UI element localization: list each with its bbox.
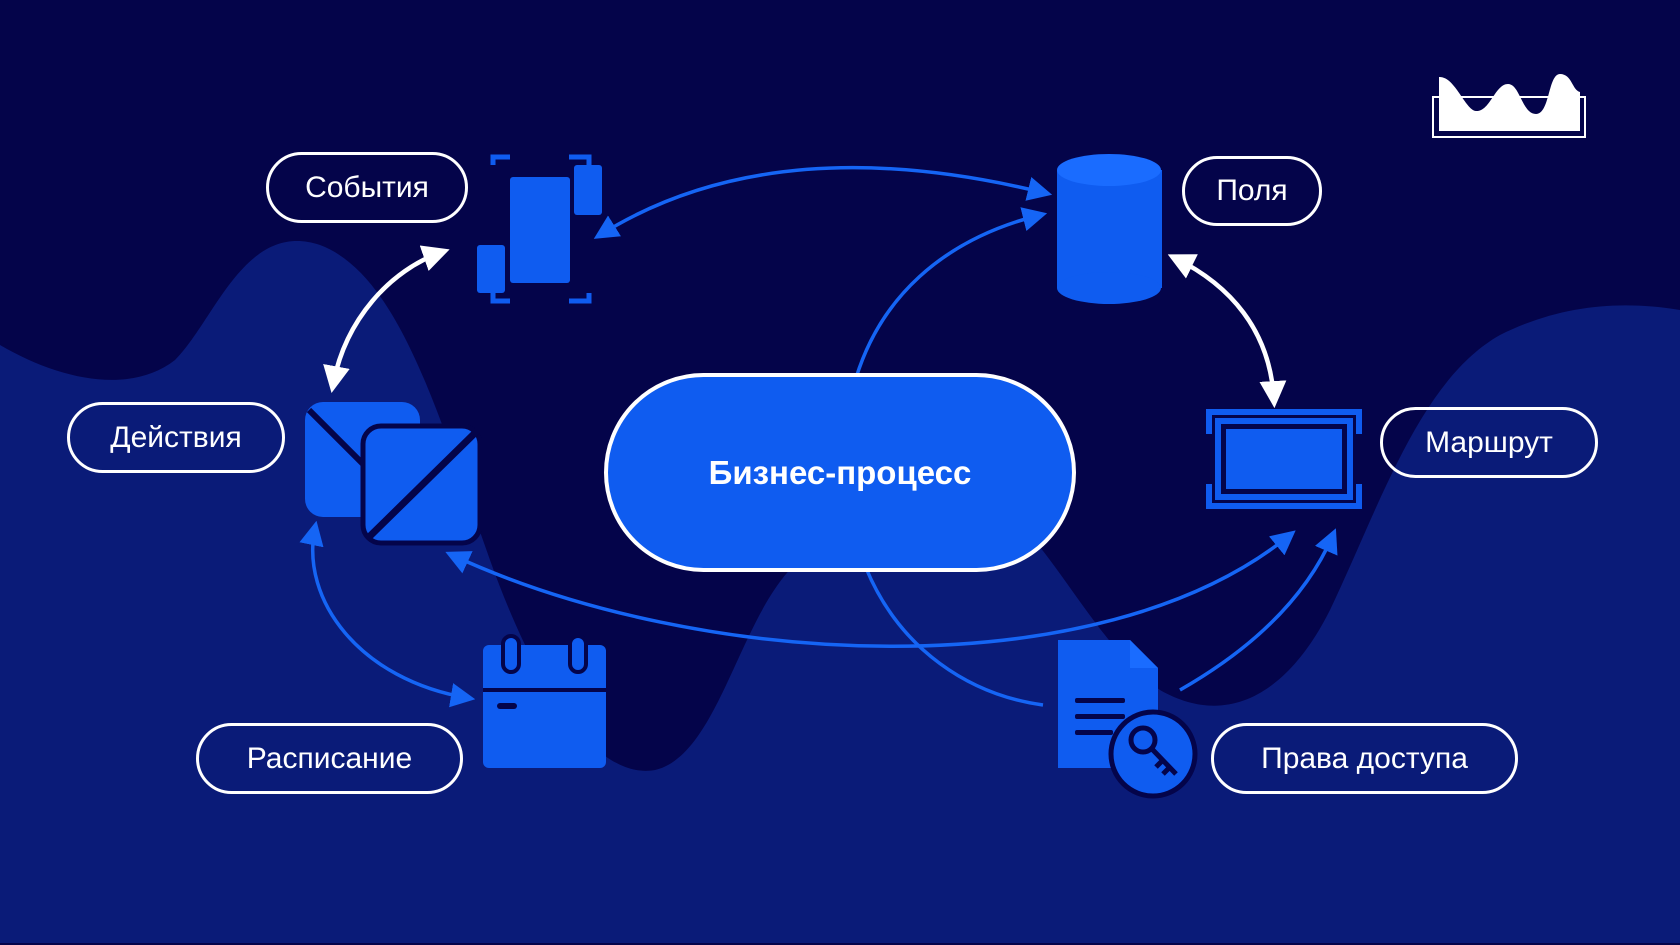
arrow-access-route bbox=[1179, 528, 1338, 692]
database-icon bbox=[1057, 154, 1162, 304]
arrow-events-actions bbox=[323, 245, 450, 393]
background-wave bbox=[0, 241, 1680, 945]
calendar-icon bbox=[483, 634, 606, 768]
brand-wave-logo-icon bbox=[1432, 74, 1586, 138]
node-label-fields[interactable]: Поля bbox=[1182, 156, 1322, 226]
route-frame-icon bbox=[1206, 409, 1362, 509]
events-frame-icon bbox=[477, 154, 602, 304]
node-label-actions[interactable]: Действия bbox=[67, 402, 285, 473]
arrow-fields-route bbox=[1167, 254, 1287, 409]
arrow-actions-schedule bbox=[299, 520, 476, 708]
line-center-access bbox=[864, 567, 1044, 707]
node-label-access[interactable]: Права доступа bbox=[1211, 723, 1518, 794]
node-label-route[interactable]: Маршрут bbox=[1380, 407, 1598, 478]
node-label-events[interactable]: События bbox=[266, 152, 468, 223]
actions-squares-icon bbox=[305, 402, 483, 546]
arrow-fields-events bbox=[593, 165, 1053, 239]
node-label-schedule[interactable]: Расписание bbox=[196, 723, 463, 794]
document-key-icon bbox=[1058, 640, 1198, 799]
arrow-actions-route bbox=[445, 530, 1296, 648]
bottom-border bbox=[0, 943, 1680, 945]
business-process-node[interactable]: Бизнес-процесс bbox=[604, 373, 1076, 572]
arrow-center-fields bbox=[854, 207, 1048, 379]
